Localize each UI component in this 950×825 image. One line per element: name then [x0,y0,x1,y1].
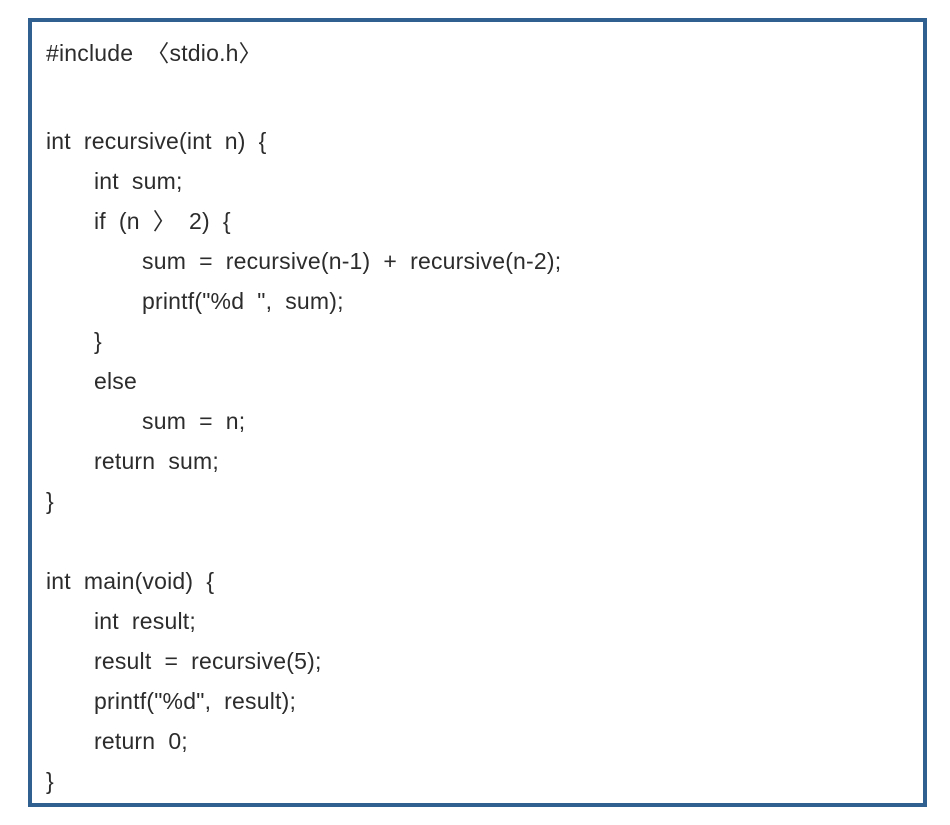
code-line: if (n 〉 2) { [94,208,231,234]
code-line: int recursive(int n) { [46,128,267,154]
code-line: printf("%d ", sum); [142,288,344,314]
code-line: } [94,328,102,354]
code-line: } [46,488,54,514]
code-line: int result; [94,608,196,634]
code-line: int sum; [94,168,183,194]
code-line: #include 〈stdio.h〉 [46,40,262,66]
code-lines: #include 〈stdio.h〉 int recursive(int n) {… [46,33,907,801]
code-listing-box: #include 〈stdio.h〉 int recursive(int n) {… [28,18,927,807]
code-line: printf("%d", result); [94,688,297,714]
code-line: } [46,768,54,794]
code-line: int main(void) { [46,568,215,594]
code-line: return 0; [94,728,188,754]
code-line: sum = recursive(n-1) + recursive(n-2); [142,248,562,274]
code-line: else [94,368,137,394]
code-line: result = recursive(5); [94,648,322,674]
code-line: sum = n; [142,408,246,434]
code-line: return sum; [94,448,219,474]
